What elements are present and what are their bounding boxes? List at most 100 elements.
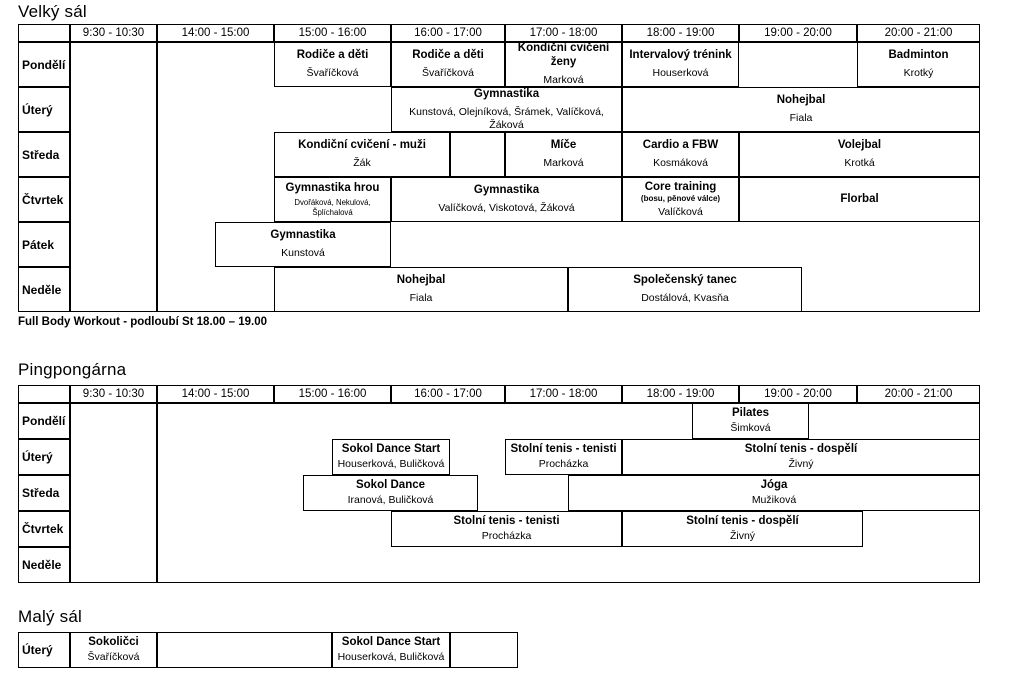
event-cell[interactable]: Cardio a FBW Kosmáková <box>622 132 739 177</box>
event-cell[interactable]: Jóga Mužiková <box>568 475 980 511</box>
day-label-nedele: Neděle <box>18 267 70 312</box>
time-header-1400: 14:00 - 15:00 <box>157 385 274 403</box>
event-instructor: Procházka <box>481 530 532 543</box>
event-instructor: Dvořáková, Nekulová, Šplíchalová <box>294 198 371 217</box>
time-header-1900: 19:00 - 20:00 <box>739 24 857 42</box>
event-cell[interactable]: Sokol Dance Start Houserková, Buličková <box>332 439 450 475</box>
section-title-pingpongarna: Pingpongárna <box>18 360 127 379</box>
event-title: Sokoličci <box>88 636 139 649</box>
event-instructor: Houserková, Buličková <box>337 458 445 471</box>
event-title: Volejbal <box>837 139 882 152</box>
event-cell[interactable]: Volejbal Krotká <box>739 132 980 177</box>
event-instructor: Kunstová <box>281 247 325 260</box>
event-title: Jóga <box>760 479 788 492</box>
event-cell[interactable]: Nohejbal Fiala <box>622 87 980 132</box>
event-title: Kondiční cvičení ženy <box>517 42 610 68</box>
event-title: Core training <box>644 180 717 193</box>
event-instructor: Mužiková <box>751 494 797 507</box>
day-label-streda: Středa <box>18 475 70 511</box>
event-title: Stolní tenis - dospělí <box>744 443 858 456</box>
event-title: Stolní tenis - tenisti <box>510 443 617 456</box>
footnote-full-body-workout: Full Body Workout - podloubí St 18.00 – … <box>18 316 267 328</box>
event-instructor: Živný <box>729 530 756 543</box>
empty-slot-cell <box>450 632 518 668</box>
event-instructor: Kunstová, Olejníková, Šrámek, Valíčková,… <box>409 106 604 131</box>
day-label-utery: Úterý <box>18 87 70 132</box>
empty-column-0930 <box>70 403 157 583</box>
event-cell[interactable]: Sokoličci Švaříčková <box>70 632 157 668</box>
event-title: Badminton <box>888 49 949 62</box>
event-cell[interactable]: Stolní tenis - tenisti Procházka <box>391 511 622 547</box>
event-instructor: Dostálová, Kvasňa <box>641 292 729 305</box>
event-title: Sokol Dance <box>355 479 426 492</box>
event-title: Nohejbal <box>776 94 826 107</box>
event-cell[interactable]: Gymnastika hrou Dvořáková, Nekulová, Špl… <box>274 177 391 222</box>
event-title: Stolní tenis - tenisti <box>453 515 560 528</box>
event-cell[interactable]: Stolní tenis - dospělí Živný <box>622 439 980 475</box>
time-header-1900: 19:00 - 20:00 <box>739 385 857 403</box>
event-cell[interactable]: Intervalový trénink Houserková <box>622 42 739 87</box>
event-instructor: Fiala <box>409 292 433 305</box>
event-instructor: Kosmáková <box>653 157 708 170</box>
time-header-1700: 17:00 - 18:00 <box>505 24 622 42</box>
event-title: Florbal <box>840 192 879 205</box>
event-cell[interactable]: Badminton Krotký <box>857 42 980 87</box>
event-title: Sokol Dance Start <box>341 636 441 649</box>
event-title: Rodiče a děti <box>296 49 369 62</box>
day-label-ctvrtek: Čtvrtek <box>18 177 70 222</box>
event-instructor: Švaříčková <box>422 67 474 80</box>
event-cell[interactable]: Rodiče a děti Švaříčková <box>391 42 505 87</box>
event-cell[interactable]: Nohejbal Fiala <box>274 267 568 312</box>
event-instructor: Iranová, Buličková <box>347 494 434 507</box>
event-cell[interactable]: Gymnastika Kunstová <box>215 222 391 267</box>
day-label-pondeli: Pondělí <box>18 403 70 439</box>
event-cell[interactable]: Společenský tanec Dostálová, Kvasňa <box>568 267 802 312</box>
event-title: Gymnastika hrou <box>285 182 380 195</box>
event-cell[interactable]: Kondiční cvičení ženy Marková <box>505 42 622 87</box>
day-label-patek: Pátek <box>18 222 70 267</box>
event-instructor: Valíčková, Viskotová, Žáková <box>438 202 575 215</box>
time-header-1800: 18:00 - 19:00 <box>622 385 739 403</box>
event-cell[interactable]: Gymnastika Valíčková, Viskotová, Žáková <box>391 177 622 222</box>
event-cell[interactable]: Kondiční cvičení - muži Žák <box>274 132 450 177</box>
event-title: Nohejbal <box>396 274 446 287</box>
event-cell[interactable]: Core training (bosu, pěnové válce) Valíč… <box>622 177 739 222</box>
section-title-maly-sal: Malý sál <box>18 607 82 626</box>
event-title: Gymnastika <box>270 229 336 242</box>
time-header-1800: 18:00 - 19:00 <box>622 24 739 42</box>
time-header-2000: 20:00 - 21:00 <box>857 385 980 403</box>
event-cell[interactable]: Pilates Šimková <box>692 403 809 439</box>
event-title: Míče <box>550 139 577 152</box>
event-cell[interactable]: Florbal <box>739 177 980 222</box>
event-instructor: Fiala <box>789 112 813 125</box>
day-label-utery: Úterý <box>18 439 70 475</box>
time-header-1400: 14:00 - 15:00 <box>157 24 274 42</box>
event-instructor: Šimková <box>730 422 771 435</box>
event-cell[interactable]: Sokol Dance Start Houserková, Buličková <box>332 632 450 668</box>
event-cell[interactable]: Stolní tenis - dospělí Živný <box>622 511 863 547</box>
event-cell[interactable]: Gymnastika Kunstová, Olejníková, Šrámek,… <box>391 87 622 132</box>
day-label-ctvrtek: Čtvrtek <box>18 511 70 547</box>
day-label-utery: Úterý <box>18 632 70 668</box>
event-cell[interactable]: Sokol Dance Iranová, Buličková <box>303 475 478 511</box>
event-note: (bosu, pěnové válce) <box>640 193 721 203</box>
event-title: Pilates <box>731 407 770 420</box>
day-label-nedele: Neděle <box>18 547 70 583</box>
day-label-pondeli: Pondělí <box>18 42 70 87</box>
event-instructor: Živný <box>788 458 814 471</box>
time-header-1500: 15:00 - 16:00 <box>274 385 391 403</box>
event-instructor: Švaříčková <box>87 651 140 664</box>
event-cell[interactable]: Rodiče a děti Švaříčková <box>274 42 391 87</box>
event-instructor: Marková <box>543 73 584 86</box>
event-title: Gymnastika <box>473 87 540 100</box>
event-cell[interactable]: Stolní tenis - tenisti Procházka <box>505 439 622 475</box>
day-label-streda: Středa <box>18 132 70 177</box>
event-cell[interactable]: Míče Marková <box>505 132 622 177</box>
section-title-velky-sal: Velký sál <box>18 2 87 21</box>
event-title: Gymnastika <box>473 184 540 197</box>
empty-slot-cell <box>157 632 332 668</box>
event-instructor: Valíčková <box>658 205 703 218</box>
event-instructor: Houserková, Buličková <box>337 651 445 664</box>
event-title: Rodiče a děti <box>412 49 484 62</box>
